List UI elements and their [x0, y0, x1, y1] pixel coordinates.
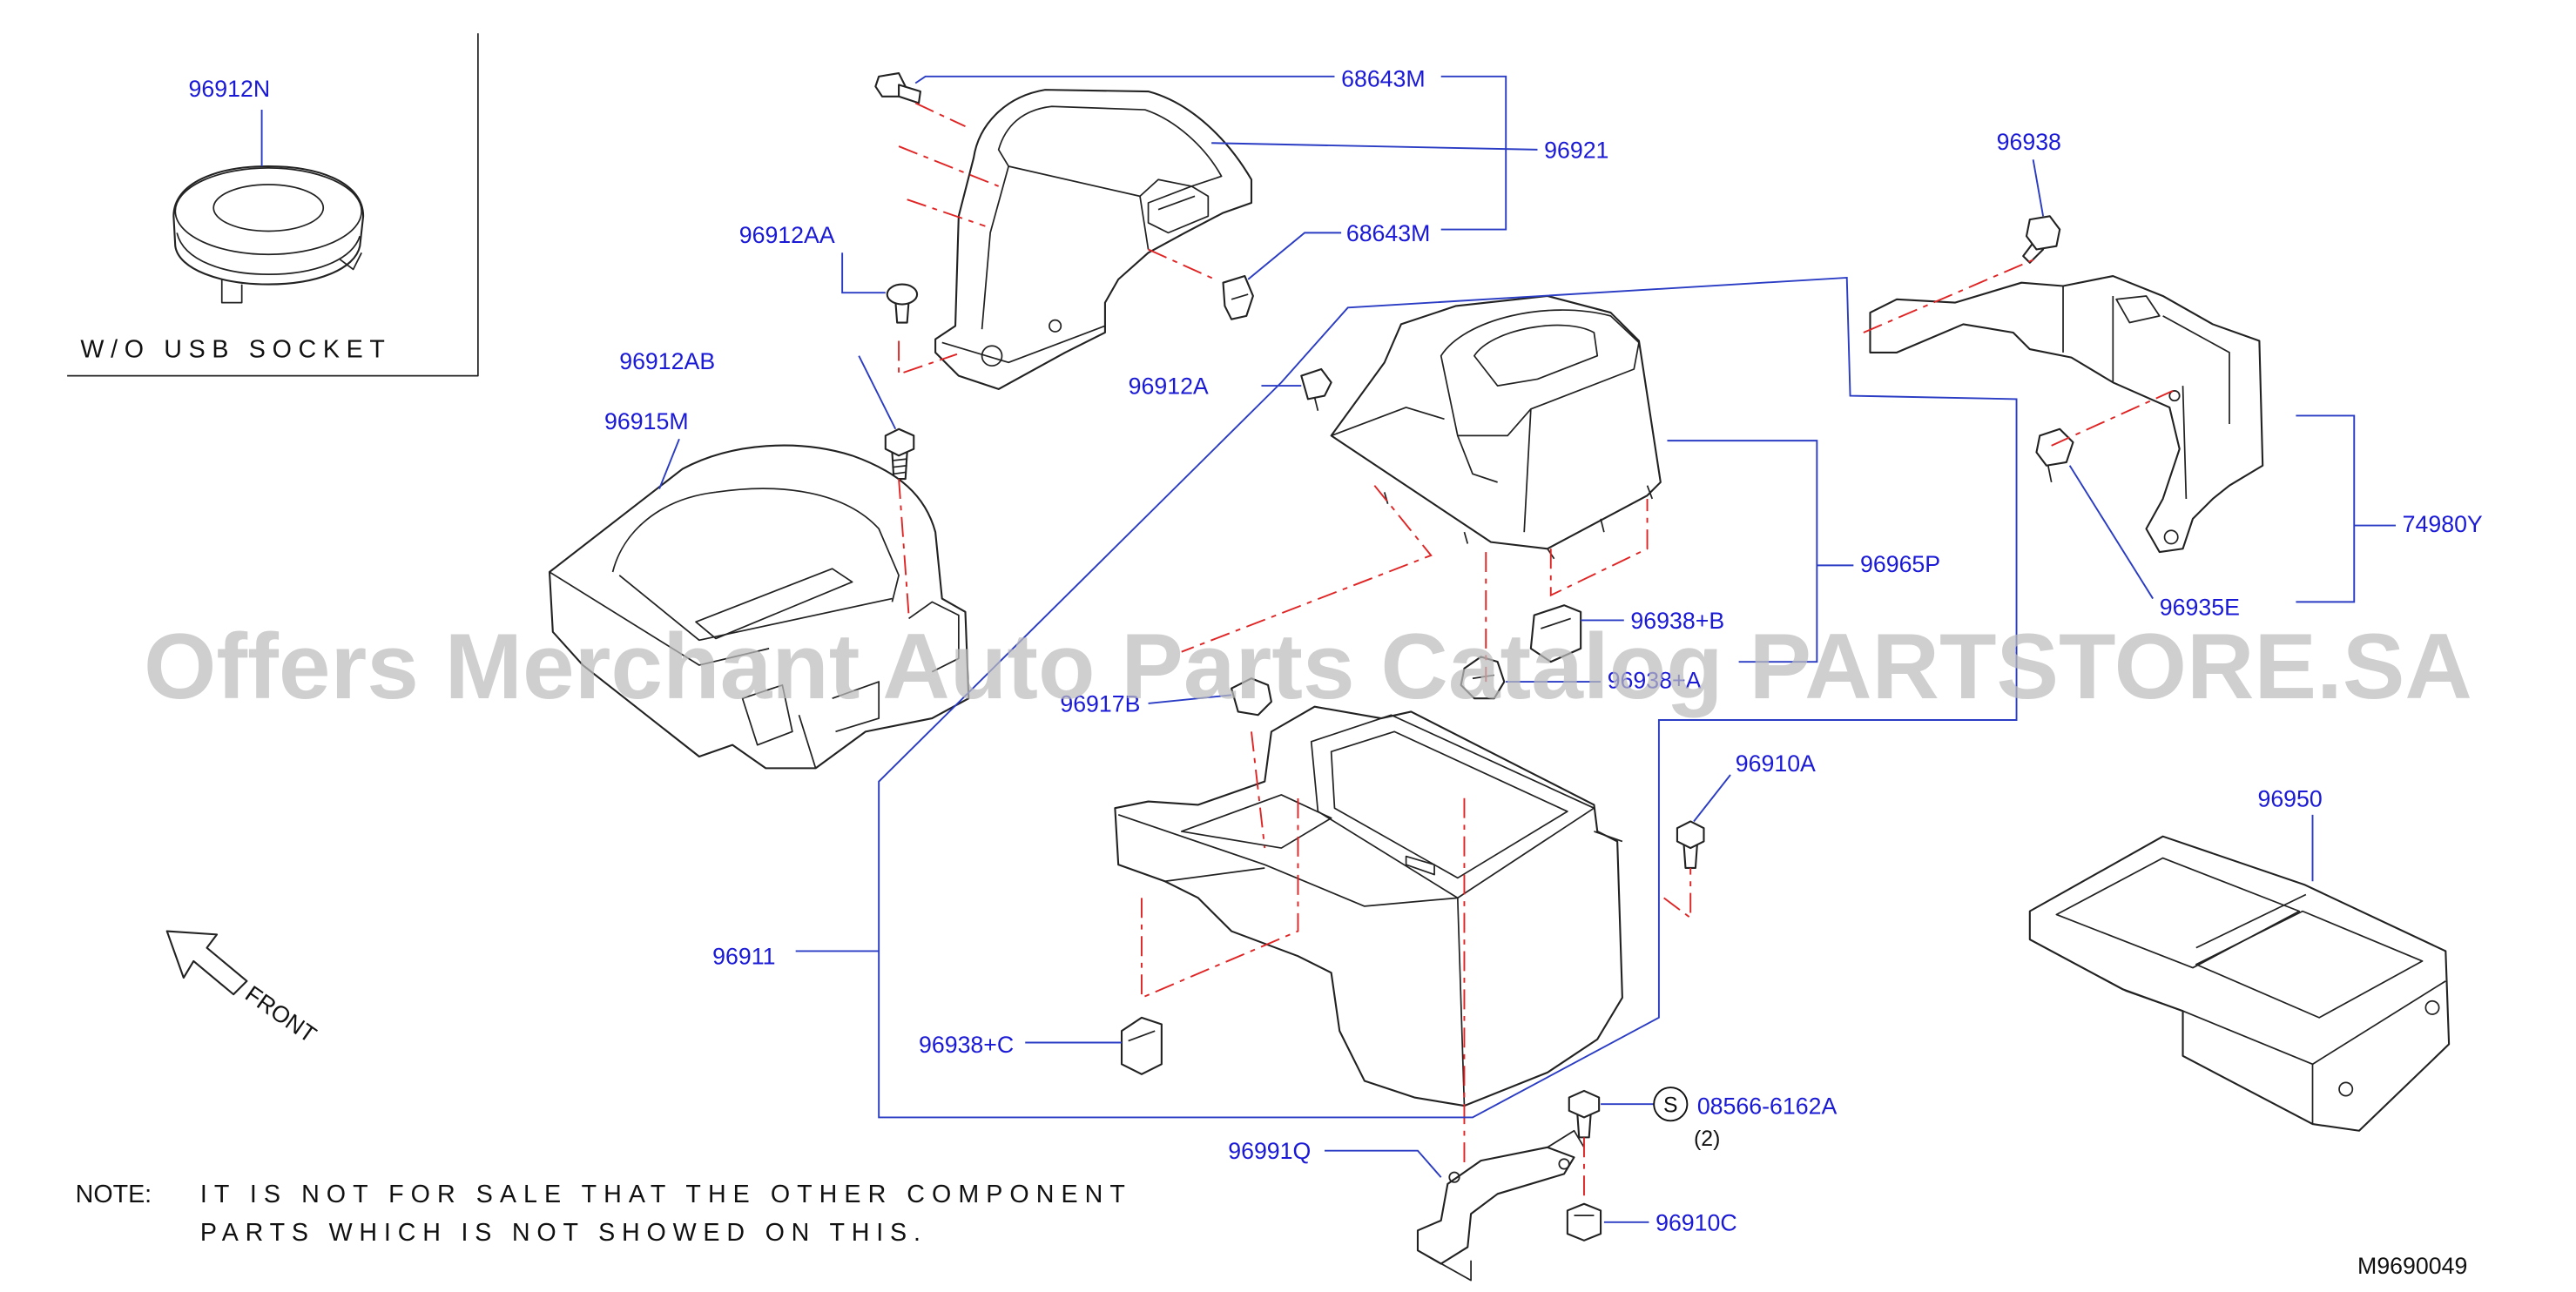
callout-08566-6162A[interactable]: 08566-6162A — [1697, 1093, 1838, 1120]
note-line-2: PARTS WHICH IS NOT SHOWED ON THIS. — [200, 1219, 920, 1247]
callout-96938[interactable]: 96938 — [1997, 129, 2061, 155]
clip-96917B — [1231, 677, 1272, 717]
screw-96910A — [1676, 820, 1705, 870]
diagram-id: M9690049 — [2357, 1253, 2467, 1279]
callout-96935E[interactable]: 96935E — [2160, 595, 2240, 621]
note-prefix: NOTE: — [76, 1181, 152, 1208]
part-96921-upper-cover — [934, 89, 1253, 390]
assembly-centerlines — [898, 102, 2174, 1201]
callout-96910C[interactable]: 96910C — [1656, 1209, 1737, 1235]
front-arrow-icon — [165, 930, 248, 996]
bracket-96991Q — [1416, 1129, 1585, 1282]
nut-96910C — [1566, 1202, 1602, 1242]
clip-96935E — [2035, 427, 2074, 483]
callout-96938B[interactable]: 96938+B — [1630, 608, 1724, 634]
clip-96938B — [1529, 604, 1582, 663]
part-96912N-socket-cap — [172, 165, 365, 304]
footnote: NOTE: IT IS NOT FOR SALE THAT THE OTHER … — [76, 1181, 1125, 1247]
callout-74980Y[interactable]: 74980Y — [2403, 511, 2483, 537]
callout-96950[interactable]: 96950 — [2257, 785, 2322, 811]
callout-96910A[interactable]: 96910A — [1736, 750, 1816, 777]
screw-96912AA — [886, 283, 919, 324]
front-label: FRONT — [240, 980, 321, 1047]
callout-96915M[interactable]: 96915M — [604, 408, 689, 434]
bolt-symbol-letter: S — [1663, 1094, 1678, 1118]
callout-96912AA[interactable]: 96912AA — [739, 222, 835, 248]
callout-96921[interactable]: 96921 — [1544, 137, 1608, 163]
note-line-1: IT IS NOT FOR SALE THAT THE OTHER COMPON… — [200, 1181, 1125, 1208]
callout-96917B[interactable]: 96917B — [1060, 690, 1140, 717]
part-96915M-console-lid — [548, 444, 970, 770]
clip-96938C — [1120, 1016, 1163, 1075]
standard-bolt-symbol: S — [1653, 1087, 1689, 1122]
callout-96912N[interactable]: 96912N — [189, 76, 271, 102]
callout-96912A[interactable]: 96912A — [1129, 373, 1209, 400]
callout-96912AB[interactable]: 96912AB — [619, 348, 715, 374]
part-96911-console-body — [1114, 705, 1623, 1107]
inset-caption: W/O USB SOCKET — [80, 336, 385, 364]
part-96965P-cup-holder — [1330, 294, 1662, 560]
clip-96938A — [1460, 656, 1506, 700]
part-96950-tray — [2028, 835, 2451, 1132]
watermark-text: Offers Merchant Auto Parts Catalog PARTS… — [144, 614, 2472, 718]
callout-96938A[interactable]: 96938+A — [1608, 668, 1702, 694]
screw-96912AB — [884, 427, 915, 481]
fastener-68643M-lower — [1222, 274, 1254, 320]
quantity-note: (2) — [1694, 1127, 1720, 1151]
callout-labels: 96912N 68643M 96921 96912AA 68643M 96912… — [189, 65, 2483, 1235]
fastener-68643M-top — [874, 71, 921, 104]
callout-96938C[interactable]: 96938+C — [919, 1032, 1014, 1058]
callout-96911[interactable]: 96911 — [712, 944, 775, 970]
callout-68643M-top[interactable]: 68643M — [1341, 65, 1426, 91]
bracket-74980Y — [1869, 274, 2264, 554]
clip-96912A — [1300, 367, 1332, 411]
callout-68643M-lower[interactable]: 68643M — [1346, 220, 1431, 246]
callout-96965P[interactable]: 96965P — [1860, 551, 1940, 577]
screw-96938 — [2022, 215, 2061, 264]
leader-lines — [260, 75, 2397, 1223]
bolt-08566-6162A — [1568, 1089, 1601, 1139]
callout-96991Q[interactable]: 96991Q — [1228, 1138, 1311, 1164]
inset-frame — [67, 33, 479, 377]
